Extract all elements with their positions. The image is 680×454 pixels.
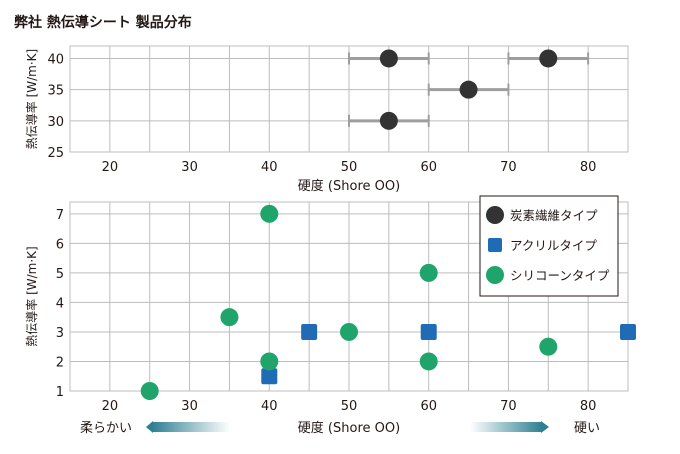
x-tick-label: 30	[181, 160, 198, 175]
data-point-square	[420, 323, 437, 340]
x-tick-label: 80	[580, 160, 597, 175]
hard-label: 硬い	[574, 421, 600, 436]
legend-label: 炭素繊維タイプ	[510, 208, 598, 223]
data-point-circle	[260, 352, 279, 371]
soft-arrow-head-icon	[146, 421, 153, 433]
x-tick-label: 50	[341, 399, 358, 414]
data-point-circle	[379, 111, 398, 130]
data-point-circle	[220, 308, 239, 327]
x-tick-label: 40	[261, 399, 278, 414]
x-tick-label: 80	[580, 399, 597, 414]
x-axis-label: 硬度 (Shore OO)	[298, 420, 400, 436]
x-tick-label: 60	[420, 160, 437, 175]
data-point-circle	[140, 382, 159, 400]
y-tick-label: 25	[47, 146, 64, 161]
y-tick-label: 3	[56, 326, 64, 341]
data-point-circle	[459, 80, 478, 99]
data-point-square	[620, 323, 636, 340]
y-tick-label: 35	[47, 84, 64, 99]
x-tick-label: 40	[261, 160, 278, 175]
data-point-square	[261, 368, 278, 385]
soft-label: 柔らかい	[80, 421, 132, 436]
x-tick-label: 60	[420, 399, 437, 414]
hard-arrow-head-icon	[541, 421, 549, 433]
data-point-circle	[340, 322, 358, 341]
hard-arrow-bar	[470, 422, 542, 432]
x-tick-label: 50	[341, 160, 358, 175]
y-tick-label: 40	[47, 52, 64, 67]
y-tick-label: 30	[47, 115, 64, 130]
y-tick-label: 5	[56, 267, 64, 282]
x-tick-label: 70	[500, 160, 517, 175]
data-point-circle	[379, 49, 398, 68]
y-tick-label: 6	[56, 237, 64, 252]
data-point-square	[301, 323, 318, 340]
x-tick-label: 20	[102, 399, 119, 414]
y-axis-label: 熱伝導率 [W/m·K]	[24, 49, 39, 149]
legend-swatch-square	[488, 238, 502, 252]
y-axis-label: 熱伝導率 [W/m·K]	[24, 246, 39, 346]
x-tick-label: 30	[181, 399, 198, 414]
page-title: 弊社 熱伝導シート 製品分布	[14, 14, 192, 31]
y-tick-label: 1	[56, 385, 64, 400]
x-tick-label: 70	[500, 399, 517, 414]
legend-swatch-circle	[486, 266, 504, 284]
data-point-circle	[419, 352, 438, 371]
upper-chart: 20 30 40 50 60 70 80 25 30 35 40 硬度 (Shore OO) 熱伝導率 …	[24, 45, 629, 194]
legend-swatch-circle	[486, 206, 504, 224]
lower-chart: 20 30 40 50 60 70 80 1 2 3 4 5 6 7 硬度 (Shore OO) 熱伝導率 […	[24, 195, 636, 436]
plot-frame	[69, 45, 629, 153]
plot-frame	[69, 201, 629, 392]
data-point-circle	[260, 204, 279, 223]
y-tick-label: 2	[56, 355, 64, 370]
x-tick-label: 20	[102, 160, 119, 175]
legend-label: アクリルタイプ	[510, 238, 597, 253]
y-tick-label: 7	[56, 208, 64, 223]
data-point-circle	[419, 263, 438, 282]
x-axis-label: 硬度 (Shore OO)	[298, 178, 400, 194]
data-point-circle	[539, 337, 558, 356]
soft-arrow-bar	[152, 422, 230, 432]
legend-label: シリコーンタイプ	[510, 268, 610, 283]
data-point-circle	[539, 49, 558, 68]
y-tick-label: 4	[56, 296, 64, 311]
